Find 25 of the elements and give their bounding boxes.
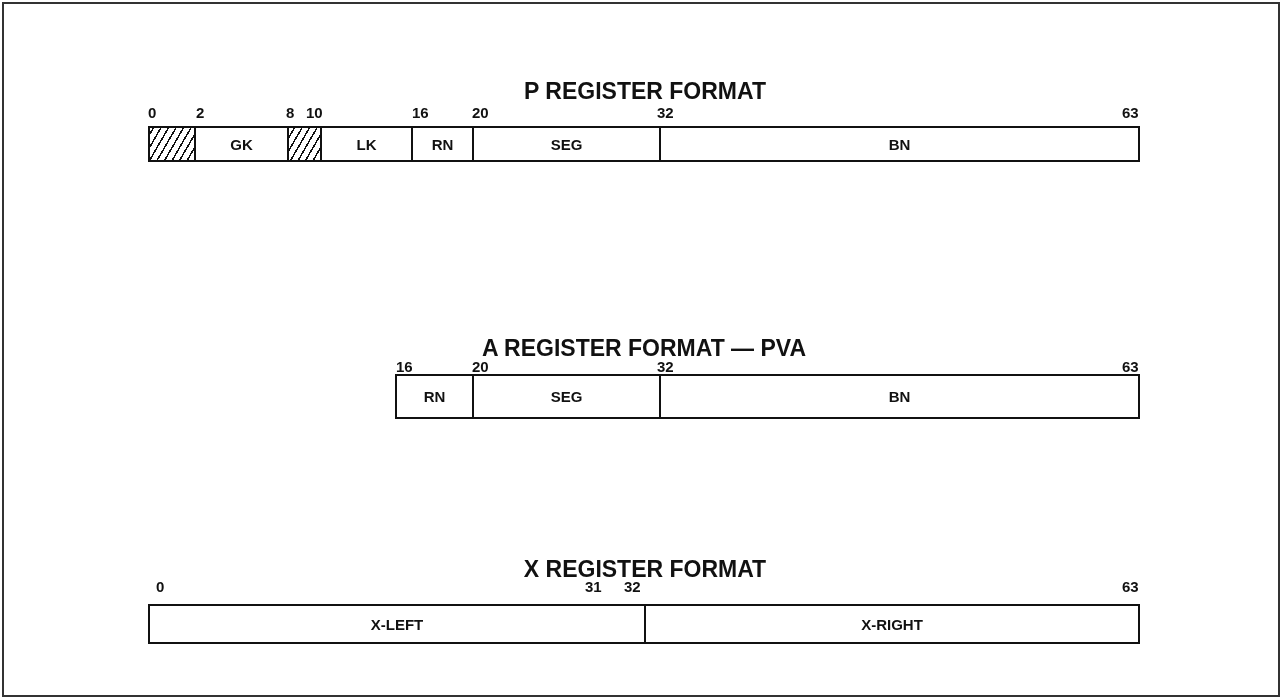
bit-field: BN [659,374,1140,419]
bit-number: 10 [306,104,323,121]
bit-number: 63 [1122,358,1139,375]
bit-number: 32 [657,104,674,121]
bit-field: GK [194,126,289,162]
bit-number: 8 [286,104,295,121]
bit-field: BN [659,126,1140,162]
reserved-field [148,126,196,162]
bit-field: RN [395,374,474,419]
bit-number: 20 [472,104,489,121]
bit-number: 63 [1122,578,1139,595]
bit-field: SEG [472,126,661,162]
bit-field: LK [320,126,413,162]
bit-number: 0 [148,104,157,121]
bit-field: RN [411,126,474,162]
bit-number: 16 [412,104,429,121]
bit-field: SEG [472,374,661,419]
bit-number: 63 [1122,104,1139,121]
bit-field: X-LEFT [148,604,646,644]
reserved-field [287,126,322,162]
register-heading: P REGISTER FORMAT [524,78,766,105]
bit-number: 16 [396,358,413,375]
bit-number: 2 [196,104,205,121]
bit-number: 0 [156,578,165,595]
bit-field: X-RIGHT [644,604,1140,644]
